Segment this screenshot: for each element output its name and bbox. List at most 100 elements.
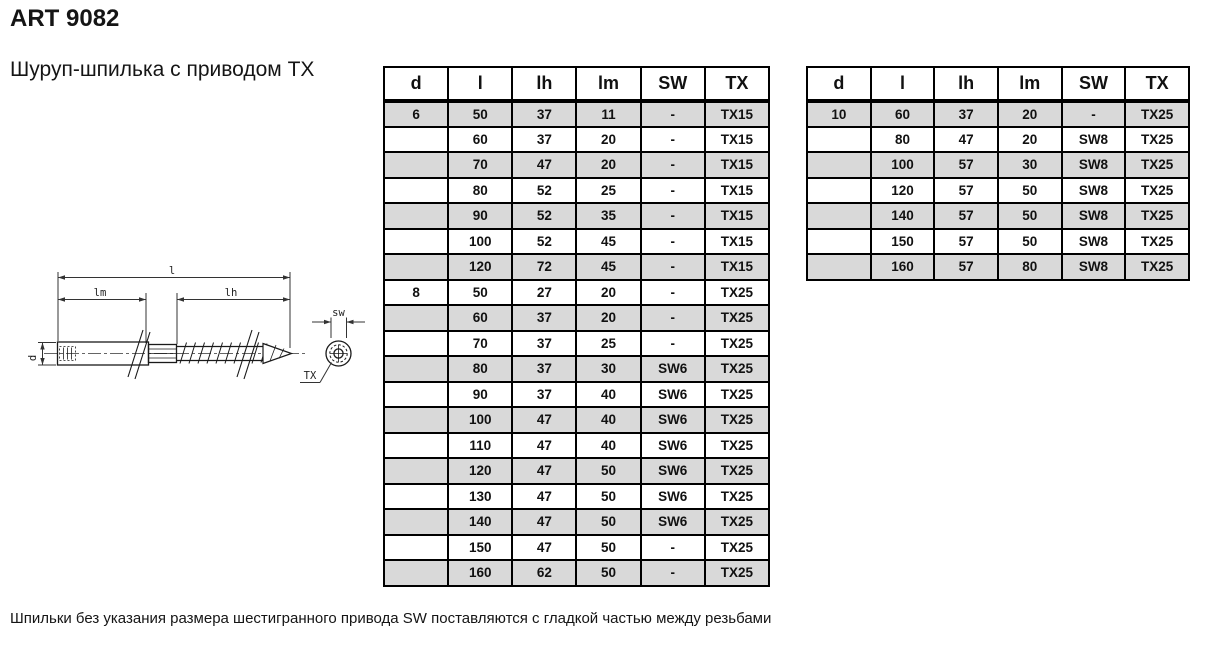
table-cell: 50 [575, 508, 642, 536]
table-cell: - [639, 559, 706, 587]
table-cell: 57 [933, 176, 999, 204]
table-cell: SW8 [1060, 202, 1127, 230]
table-cell: 60 [869, 100, 936, 128]
column-header: lm [575, 66, 642, 103]
table-cell: 47 [511, 431, 578, 459]
table-cell: 100 [447, 227, 514, 255]
table-cell: 37 [511, 125, 578, 153]
table-cell: TX25 [1124, 125, 1190, 153]
table-cell: 90 [447, 202, 514, 230]
table-cell: TX25 [1124, 253, 1190, 281]
table-cell: SW8 [1060, 125, 1127, 153]
table-cell: 10 [806, 100, 872, 128]
table-cell: TX25 [1124, 100, 1190, 128]
column-header: l [447, 66, 514, 103]
table-cell: 37 [511, 304, 578, 332]
table-cell: TX15 [703, 176, 771, 204]
table-cell [382, 406, 450, 434]
table-cell [382, 533, 450, 561]
dimension-lines: l lm lh d [28, 265, 291, 366]
table-cell: 80 [447, 355, 514, 383]
table-cell: 50 [447, 278, 514, 306]
table-cell: SW8 [1060, 253, 1127, 281]
table-cell: SW6 [639, 508, 706, 536]
table-cell: - [639, 202, 706, 230]
screw-side-view [44, 329, 307, 380]
table-cell: 57 [933, 253, 999, 281]
table-cell: 30 [575, 355, 642, 383]
table-cell: 40 [575, 380, 642, 408]
column-header: l [869, 66, 936, 103]
table-cell: 52 [511, 227, 578, 255]
table-cell: - [639, 100, 706, 128]
column-header: d [806, 66, 872, 103]
table-cell [382, 457, 450, 485]
table-cell: 100 [447, 406, 514, 434]
table-cell: - [1060, 100, 1127, 128]
table-cell: SW6 [639, 355, 706, 383]
table-cell: TX15 [703, 202, 771, 230]
table-cell: 120 [869, 176, 936, 204]
table-cell: 47 [933, 125, 999, 153]
table-cell [382, 559, 450, 587]
table-cell: 40 [575, 431, 642, 459]
table-cell: 60 [447, 304, 514, 332]
table-cell: TX25 [703, 559, 771, 587]
page-title: ART 9082 [10, 5, 120, 32]
table-cell: TX15 [703, 125, 771, 153]
table-cell: - [639, 253, 706, 281]
table-cell: 8 [382, 278, 450, 306]
table-cell: 30 [996, 151, 1063, 179]
table-cell: TX25 [703, 278, 771, 306]
table-cell [382, 253, 450, 281]
table-cell: - [639, 278, 706, 306]
table-cell: TX25 [703, 380, 771, 408]
table-cell: 25 [575, 329, 642, 357]
table-cell: 47 [511, 508, 578, 536]
table-cell: SW6 [639, 431, 706, 459]
table-cell: TX25 [703, 482, 771, 510]
table-cell [806, 125, 872, 153]
table-cell: - [639, 304, 706, 332]
table-cell [382, 329, 450, 357]
table-cell: 50 [575, 457, 642, 485]
table-cell [806, 253, 872, 281]
table-cell: TX25 [703, 457, 771, 485]
table-cell: 140 [447, 508, 514, 536]
table-cell: 57 [933, 227, 999, 255]
table-cell: TX25 [703, 508, 771, 536]
table-cell: 72 [511, 253, 578, 281]
table-cell: SW6 [639, 380, 706, 408]
table-cell: TX15 [703, 151, 771, 179]
table-cell: 20 [575, 304, 642, 332]
table-cell [382, 125, 450, 153]
table-cell: 37 [511, 329, 578, 357]
table-cell: 6 [382, 100, 450, 128]
table-cell: 45 [575, 253, 642, 281]
table-cell: 50 [575, 533, 642, 561]
table-cell [382, 304, 450, 332]
footnote-text: Шпильки без указания размера шестигранно… [10, 610, 772, 627]
table-cell: 90 [447, 380, 514, 408]
table-cell: 50 [447, 100, 514, 128]
table-cell: 50 [575, 482, 642, 510]
table-cell: 20 [575, 278, 642, 306]
